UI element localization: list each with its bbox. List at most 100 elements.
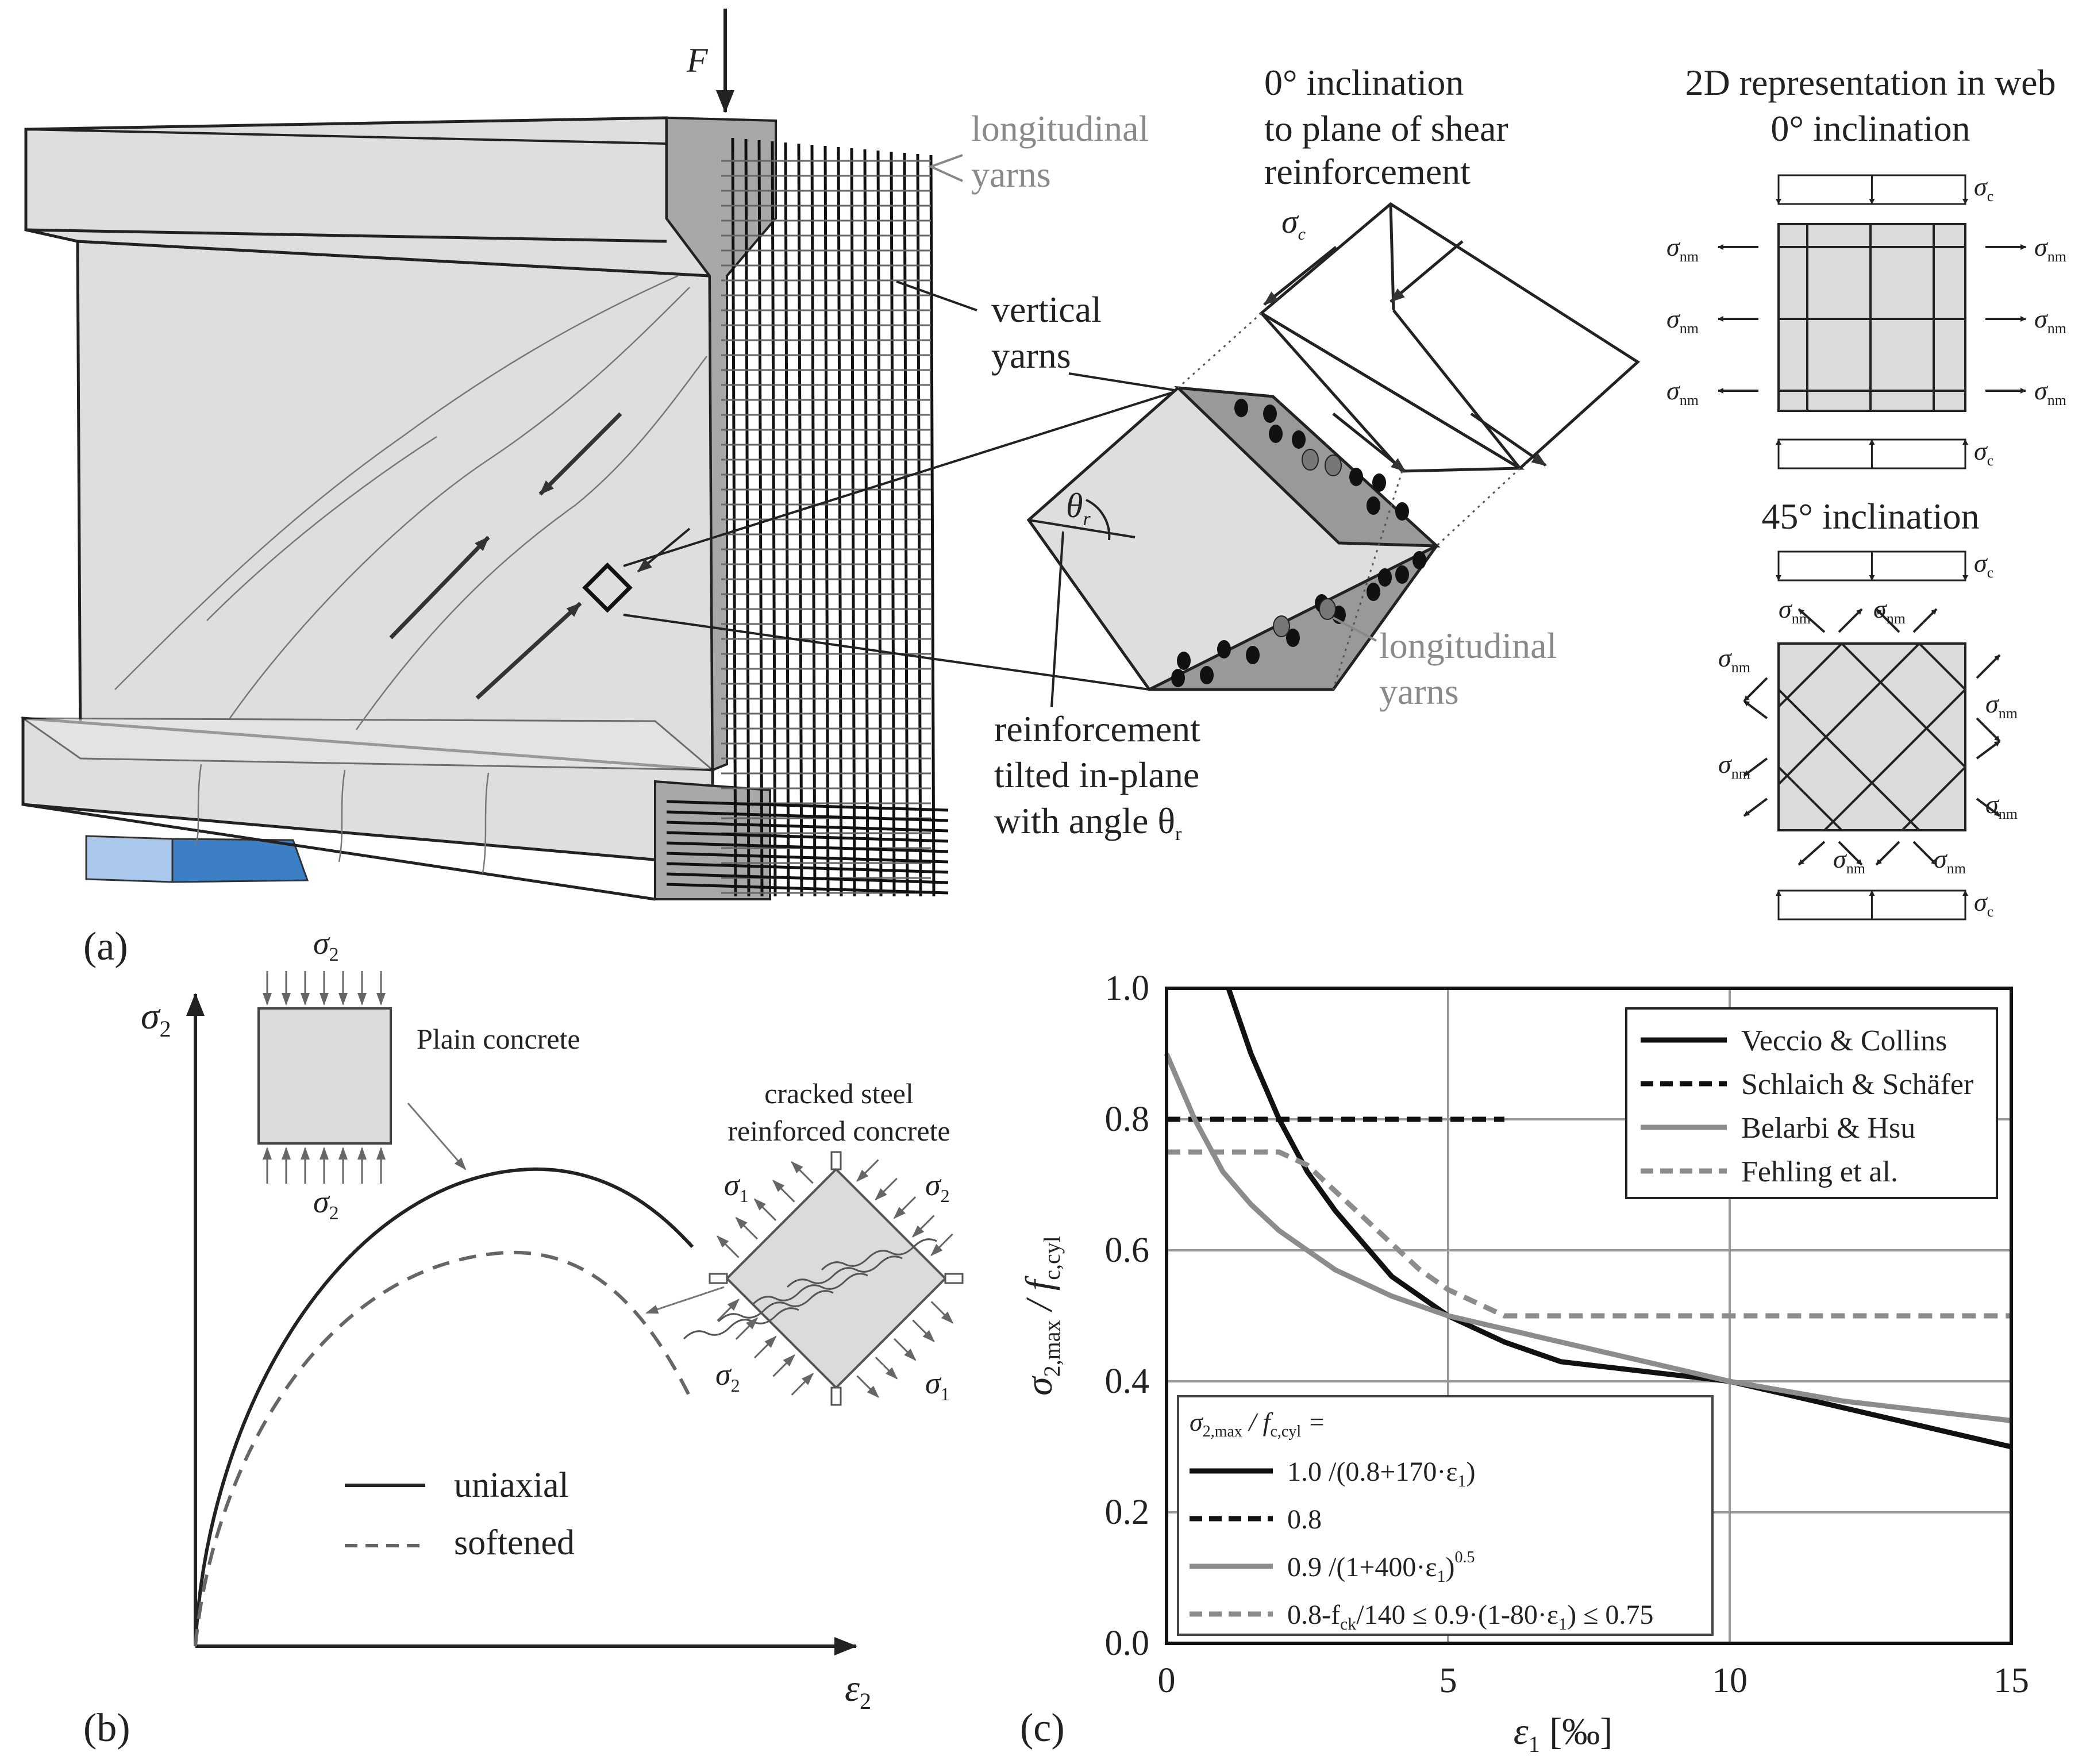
cracked-pointer (645, 1286, 725, 1314)
tension-arrow (1798, 841, 1826, 866)
bottom-flange-line (22, 803, 656, 901)
longitudinal-yarns-top-label-2: yarns (971, 154, 1051, 195)
longitudinal-yarn-end (666, 862, 949, 874)
longitudinal-yarn-end (666, 821, 949, 833)
tension-arrow (930, 1301, 954, 1324)
tension-arrow (1912, 841, 1938, 866)
yarn-hole (1234, 399, 1248, 417)
longitudinal-yarn-end (666, 810, 949, 822)
sigma-nm-right-2: σnm (2034, 376, 2066, 409)
stress-arrow-1 (1263, 246, 1337, 306)
vertical-yarn (757, 140, 764, 897)
plain-concrete-box (257, 1007, 392, 1145)
compression-arrow (856, 1159, 879, 1182)
compression-arrow (735, 1317, 759, 1340)
yarn-hole (1200, 666, 1214, 684)
longitudinal-yarn-end (666, 831, 949, 843)
tension-arrow (912, 1319, 935, 1343)
y-tick-label: 0.6 (1105, 1231, 1150, 1270)
compression-arrow (893, 1196, 917, 1219)
support-left (85, 835, 174, 883)
b-y-axis-label: σ2 (141, 995, 171, 1042)
beam-web (76, 240, 714, 772)
force-label: F (686, 41, 709, 79)
compression-arrow (875, 1177, 898, 1201)
sigma-nm-left-0: σnm (1666, 232, 1699, 265)
legend-uniaxial-label: uniaxial (454, 1466, 569, 1505)
vertical-yarn (903, 152, 909, 897)
rep-2d-title-1: 2D representation in web (1685, 62, 2056, 103)
tension-arrow (1976, 740, 2001, 760)
cracked-label-1: cracked steel (764, 1077, 914, 1110)
tension-arrow (753, 1198, 777, 1221)
softened-curve (194, 1250, 691, 1647)
y-tick-label: 0.4 (1105, 1362, 1150, 1401)
vertical-yarn (876, 150, 883, 897)
tension-arrow (791, 1161, 814, 1184)
cube-yarn-holes (1171, 399, 1426, 687)
vertical-yarns-label-1: vertical (991, 289, 1102, 330)
chart-y-label: σ2,max / fc,cyl (1018, 1236, 1065, 1396)
vertical-yarn (731, 137, 737, 897)
stress-arrow-4 (1470, 412, 1547, 467)
sigma-nm-45-top-left: σnm (1779, 594, 1811, 627)
cracked-sigma1-left: σ1 (724, 1168, 749, 1206)
crack (683, 1307, 799, 1340)
yarn-hole-gray (1273, 615, 1290, 637)
longitudinal-cube-pointer (1333, 617, 1377, 642)
longitudinal-yarn-end (666, 872, 949, 884)
yarn-hole (1367, 583, 1380, 601)
crack (752, 1273, 868, 1305)
sigma-nm-45-bottom-left: σnm (1833, 844, 1865, 877)
stress-block-0deg (1258, 202, 1641, 473)
tension-arrow (1875, 608, 1900, 633)
compression-arrow (791, 1373, 814, 1396)
panel-a: F longitudinal yarns vertical yarns θr (20, 9, 2066, 969)
longitudinal-yarns-cube-label-1: longitudinal (1379, 625, 1557, 666)
sigma-nm-45-left-1: σnm (1718, 643, 1750, 676)
tension-arrow (1976, 654, 2001, 679)
sigma-nm-45-right-1: σnm (1985, 689, 2018, 722)
cracked-square (725, 1168, 947, 1389)
yarn-hole (1395, 502, 1409, 521)
square-45deg (1777, 642, 1966, 831)
yarn-hole (1217, 640, 1231, 658)
panel-b-label: (b) (83, 1706, 130, 1750)
plain-sigma2-top: σ2 (313, 926, 339, 965)
legend-label-1: Schlaich & Schäfer (1741, 1068, 1973, 1101)
plain-sigma2-bottom: σ2 (313, 1184, 339, 1224)
yarn-hole (1395, 565, 1409, 584)
reinforcement-tilted-label-2: tilted in-plane (994, 754, 1199, 795)
diagonal-yarn (1901, 766, 1966, 831)
tension-arrow (735, 1216, 758, 1240)
tension-arrow (772, 1180, 795, 1203)
legend-label-0: Veccio & Collins (1741, 1024, 1947, 1057)
dotted-1 (1177, 312, 1263, 389)
tension-arrow (875, 1357, 898, 1380)
x-tick-label: 10 (1712, 1661, 1748, 1700)
cracked-label-2: reinforced concrete (728, 1115, 950, 1147)
compression-arrow (717, 1299, 740, 1322)
yarn-hole (1412, 551, 1426, 569)
y-tick-label: 0.2 (1105, 1493, 1150, 1532)
rebar-end (944, 1273, 964, 1284)
plain-concrete-arrows (263, 971, 386, 1184)
sigma-c-label: σc (1281, 203, 1306, 244)
yarn-hole (1177, 652, 1191, 670)
yarn-hole (1378, 568, 1392, 587)
compression-arrow-1 (538, 412, 622, 496)
zoom-line-1 (623, 390, 1179, 567)
tension-arrow (856, 1375, 879, 1398)
panel-c-label: (c) (1020, 1706, 1065, 1750)
yarn-hole-gray (1325, 455, 1342, 476)
legend-softened-label: softened (454, 1523, 575, 1562)
longitudinal-yarn-end (666, 800, 949, 812)
longitudinal-yarns-top-label-1: longitudinal (971, 108, 1149, 149)
y-tick-label: 1.0 (1105, 969, 1150, 1008)
uniaxial-curve (194, 1167, 694, 1647)
stress-arrow-3 (1332, 413, 1406, 472)
